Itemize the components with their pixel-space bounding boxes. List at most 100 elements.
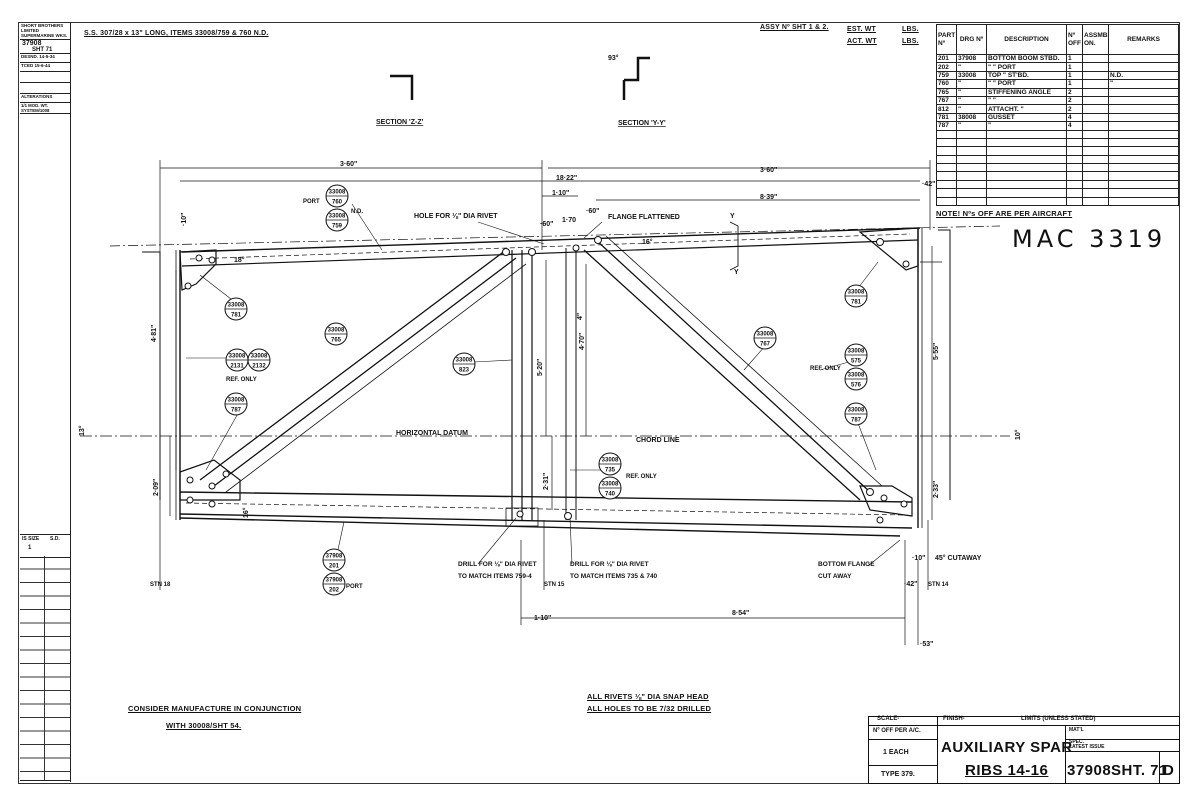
balloon-part-no: 2131 xyxy=(230,364,244,370)
dim-ang18: 18° xyxy=(234,256,245,264)
ref-only-left: REF. ONLY xyxy=(226,377,257,383)
material-note: S.S. 307/28 x 13" LONG, ITEMS 33008/759 … xyxy=(84,30,269,37)
balloon-part-no: 759 xyxy=(332,224,343,230)
dim-center-470: 4·70" xyxy=(579,333,586,350)
vertical-strut-ref xyxy=(565,246,577,520)
dim-top-center: 18·22" xyxy=(556,175,577,182)
strip-sheet: SHT 71 xyxy=(20,47,70,54)
dim-right-span: 3·60" xyxy=(760,167,777,174)
dim-170: 1·70 xyxy=(562,217,576,224)
balloon-part-no: 735 xyxy=(605,468,616,474)
part-balloons: 3300876033008759330087813300876533008213… xyxy=(224,184,868,596)
est-wt-lbs: LBS. xyxy=(902,26,919,33)
balloon-drawing-no: 33008 xyxy=(848,373,865,379)
dim-42: ·42" xyxy=(922,181,935,188)
bottom-flange-line2: CUT AWAY xyxy=(818,573,852,580)
bottom-boom xyxy=(179,491,913,503)
dim-10: ·10" xyxy=(912,555,925,562)
strip-row xyxy=(20,83,70,94)
act-wt-label: ACT. WT xyxy=(847,38,877,45)
tb-latest-issue: LATEST ISSUE xyxy=(1069,744,1105,750)
tb-revision: D xyxy=(1163,762,1175,779)
dim-cutaway: 45° CUTAWAY xyxy=(935,554,982,562)
drill-right-line2: TO MATCH ITEMS 735 & 740 xyxy=(570,573,658,580)
strip-row xyxy=(20,72,70,83)
balloon-part-no: 2132 xyxy=(252,364,266,370)
y-mark-top: Y xyxy=(730,213,735,220)
parts-header: REMARKS xyxy=(1108,24,1179,55)
top-boom xyxy=(181,227,921,253)
station-mid: STN 15 xyxy=(544,582,565,588)
gusset-top-left xyxy=(179,249,217,291)
dim-ang13: 13° xyxy=(78,425,86,436)
section-zz-label: SECTION 'Z-Z' xyxy=(376,119,424,126)
port-label-top: PORT xyxy=(303,199,320,205)
bottom-flange-line1: BOTTOM FLANGE xyxy=(818,561,875,568)
parts-header: DESCRIPTION xyxy=(986,24,1067,55)
dim-left-height: 4·81" xyxy=(151,325,158,342)
dim-ang10: 10° xyxy=(1014,429,1022,440)
balloon-drawing-no: 37908 xyxy=(326,578,343,584)
dim-42b: ·42" xyxy=(904,581,917,588)
balloon-part-no: 201 xyxy=(329,564,340,570)
balloon-part-no: 202 xyxy=(329,588,340,594)
diagonal-stiffener-right xyxy=(595,239,871,493)
section-yy-angle: 93° xyxy=(608,54,619,62)
est-wt-label: EST. WT xyxy=(847,26,877,33)
dim-center-520: 5·20" xyxy=(537,359,544,376)
balloon-part-no: 576 xyxy=(851,383,862,389)
strip-row: 1/1 MOD. WT. SYSTEM/1008 xyxy=(20,103,70,114)
ref-only-center: REF. ONLY xyxy=(626,474,657,480)
drawing-border xyxy=(18,22,1180,784)
balloon-part-no: 767 xyxy=(760,342,771,348)
scale-sheet-label: S.D. xyxy=(50,536,60,542)
drill-left-line1: DRILL FOR ⅛" DIA RIVET xyxy=(458,561,537,568)
dim-right-inner: 8·39" xyxy=(760,194,777,201)
balloon-part-no: 760 xyxy=(332,200,343,206)
tb-subtitle: RIBS 14-16 xyxy=(965,762,1049,779)
dim-60a: ·60" xyxy=(540,221,553,228)
parts-cell xyxy=(1108,196,1179,207)
horizontal-datum-label: HORIZONTAL DATUM xyxy=(396,430,468,437)
revision-grid xyxy=(20,556,70,781)
balloon-drawing-no: 33008 xyxy=(328,328,345,334)
dim-20: ·10" xyxy=(181,213,188,226)
strip-row: DESND. 14-5-34 xyxy=(20,54,70,63)
consider-note-line2: WITH 30008/SHT 54. xyxy=(166,721,242,730)
parts-note: NOTE! Nºs OFF ARE PER AIRCRAFT xyxy=(936,209,1073,219)
rivets-note-line2: ALL HOLES TO BE 7/32 DRILLED xyxy=(587,704,712,713)
dim-right-height: 5·55" xyxy=(933,343,940,360)
strip-row: ALTERATIONS xyxy=(20,94,70,103)
station-right: STN 14 xyxy=(928,582,949,588)
part-balloon: 37908 201 xyxy=(322,548,346,572)
left-info-strip: SHORT BROTHERS LIMITED SUPERMARINE WKS. … xyxy=(20,22,71,782)
y-mark-bottom: Y xyxy=(734,269,739,276)
tb-finish: FINISH- xyxy=(943,716,965,722)
balloon-part-no: 781 xyxy=(851,300,862,306)
nd-label-top: N.D. xyxy=(351,209,363,215)
drill-right-line1: DRILL FOR ⅛" DIA RIVET xyxy=(570,561,649,568)
strip-row: TCED 15-6-44 xyxy=(20,63,70,72)
dim-bottom-854: 8·54" xyxy=(732,610,749,617)
balloon-drawing-no: 33008 xyxy=(848,408,865,414)
balloon-drawing-no: 37908 xyxy=(326,554,343,560)
balloon-part-no: 740 xyxy=(605,492,616,498)
drill-left-line2: TO MATCH ITEMS 759-4 xyxy=(458,573,532,580)
assy-ref: ASSY Nº SHT 1 & 2. xyxy=(760,24,829,31)
diagonal-stiffener-left xyxy=(199,249,507,481)
balloon-drawing-no: 33008 xyxy=(848,349,865,355)
balloon-drawing-no: 33008 xyxy=(229,354,246,360)
strip-drawing-no: 37908 xyxy=(22,40,42,47)
dim-lower-left: 2·09" xyxy=(153,479,160,496)
